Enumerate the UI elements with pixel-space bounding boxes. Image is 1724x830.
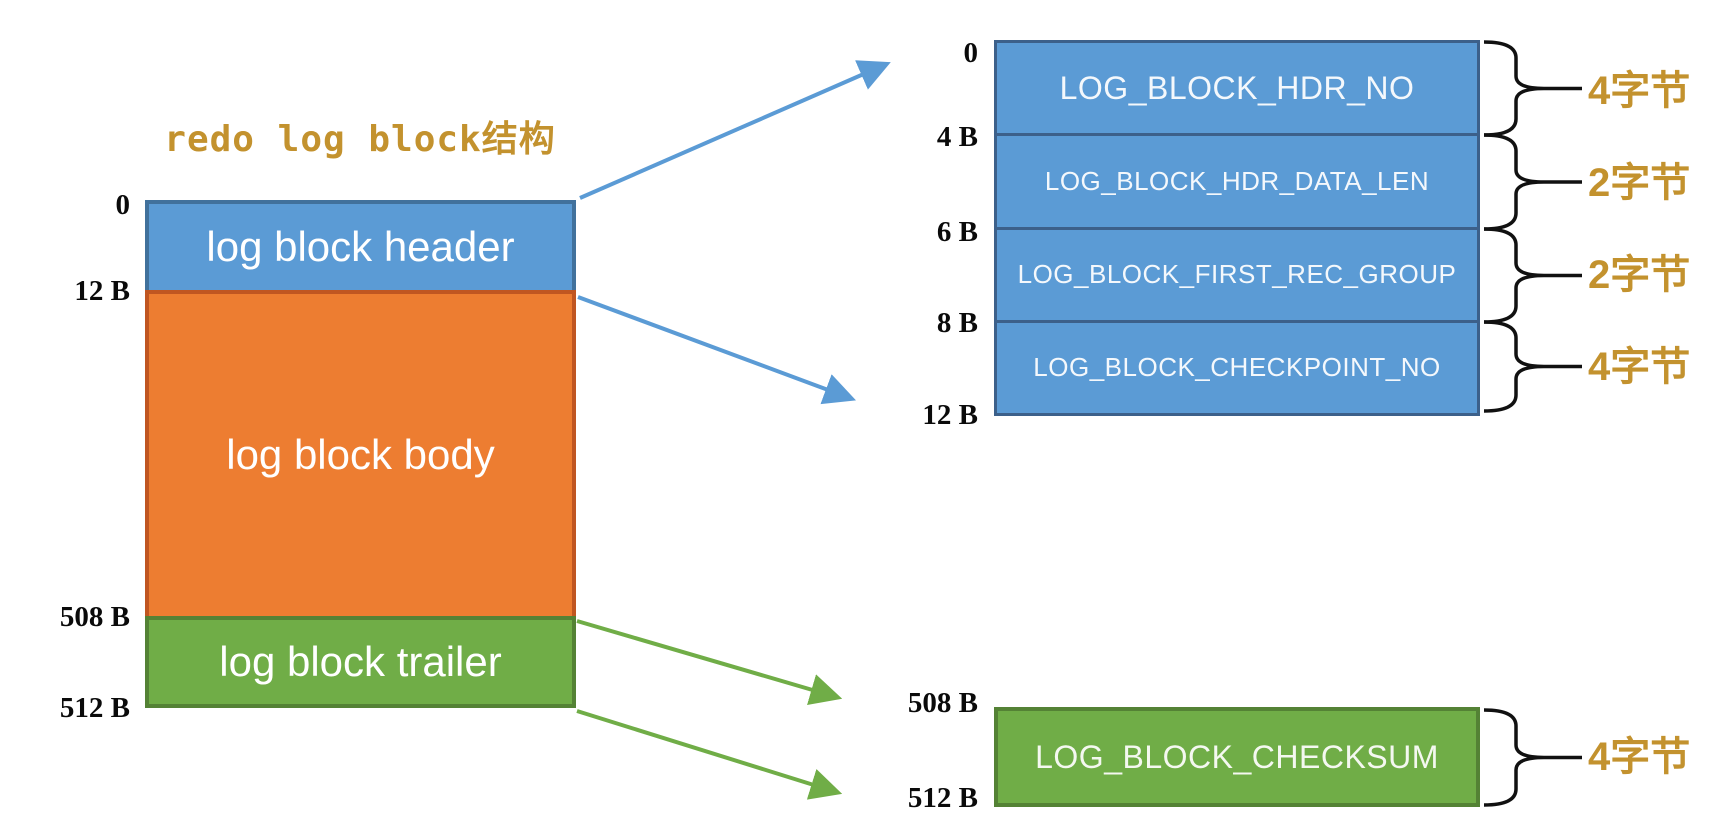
log-block-header-detail: LOG_BLOCK_HDR_NO LOG_BLOCK_HDR_DATA_LEN … [994, 40, 1480, 416]
log-block-header-label: log block header [206, 223, 515, 270]
size-label-hdr-data-len: 2字节 [1588, 161, 1691, 205]
arrow-header-top [579, 60, 891, 200]
field-log-block-checkpoint-no: LOG_BLOCK_CHECKPOINT_NO [1033, 352, 1441, 383]
arrow-trailer-top [576, 619, 843, 706]
left-offset-12b: 12 B [74, 275, 130, 307]
arrow-trailer-bottom [576, 709, 843, 800]
hdr-offset-12b: 12 B [922, 399, 978, 431]
chk-offset-508b: 508 B [907, 687, 978, 719]
log-block-header-section: log block header [145, 200, 576, 294]
brace-hdr-no [1483, 40, 1545, 137]
size-label-first-rec-group: 2字节 [1588, 253, 1691, 297]
brace-first-rec-group [1483, 227, 1545, 324]
chk-offset-512b: 512 B [907, 782, 978, 814]
arrow-header-bottom [577, 295, 856, 405]
hdr-row-log-block-checkpoint-no: LOG_BLOCK_CHECKPOINT_NO [994, 319, 1480, 416]
hdr-row-log-block-first-rec-group: LOG_BLOCK_FIRST_REC_GROUP [994, 226, 1480, 323]
log-block-body-label: log block body [226, 431, 495, 478]
hdr-offset-8b: 8 B [936, 307, 978, 339]
redo-log-block: log block header log block body log bloc… [145, 200, 576, 708]
size-label-checksum: 4字节 [1588, 735, 1691, 779]
brace-hdr-data-len [1483, 133, 1545, 231]
size-label-checkpoint-no: 4字节 [1588, 345, 1691, 389]
hdr-offset-6b: 6 B [936, 216, 978, 248]
brace-checkpoint-no [1483, 320, 1545, 413]
field-log-block-checksum: LOG_BLOCK_CHECKSUM [1035, 738, 1439, 775]
hdr-offset-4b: 4 B [936, 121, 978, 153]
log-block-body-section: log block body [145, 290, 576, 620]
left-offset-512b: 512 B [59, 692, 130, 724]
hdr-row-log-block-hdr-no: LOG_BLOCK_HDR_NO [994, 40, 1480, 137]
field-log-block-hdr-data-len: LOG_BLOCK_HDR_DATA_LEN [1044, 165, 1430, 196]
left-offset-0: 0 [115, 189, 131, 221]
log-block-checksum-detail: LOG_BLOCK_CHECKSUM [994, 707, 1480, 807]
diagram-title: redo log block结构 [164, 119, 556, 160]
brace-checksum [1483, 708, 1545, 807]
left-offset-508b: 508 B [59, 601, 130, 633]
hdr-offset-0: 0 [963, 37, 979, 69]
field-log-block-hdr-no: LOG_BLOCK_HDR_NO [1059, 69, 1415, 106]
field-log-block-first-rec-group: LOG_BLOCK_FIRST_REC_GROUP [1017, 259, 1457, 290]
log-block-trailer-section: log block trailer [145, 616, 576, 708]
hdr-row-log-block-hdr-data-len: LOG_BLOCK_HDR_DATA_LEN [994, 133, 1480, 230]
log-block-trailer-label: log block trailer [219, 638, 502, 685]
size-label-hdr-no: 4字节 [1588, 69, 1691, 113]
